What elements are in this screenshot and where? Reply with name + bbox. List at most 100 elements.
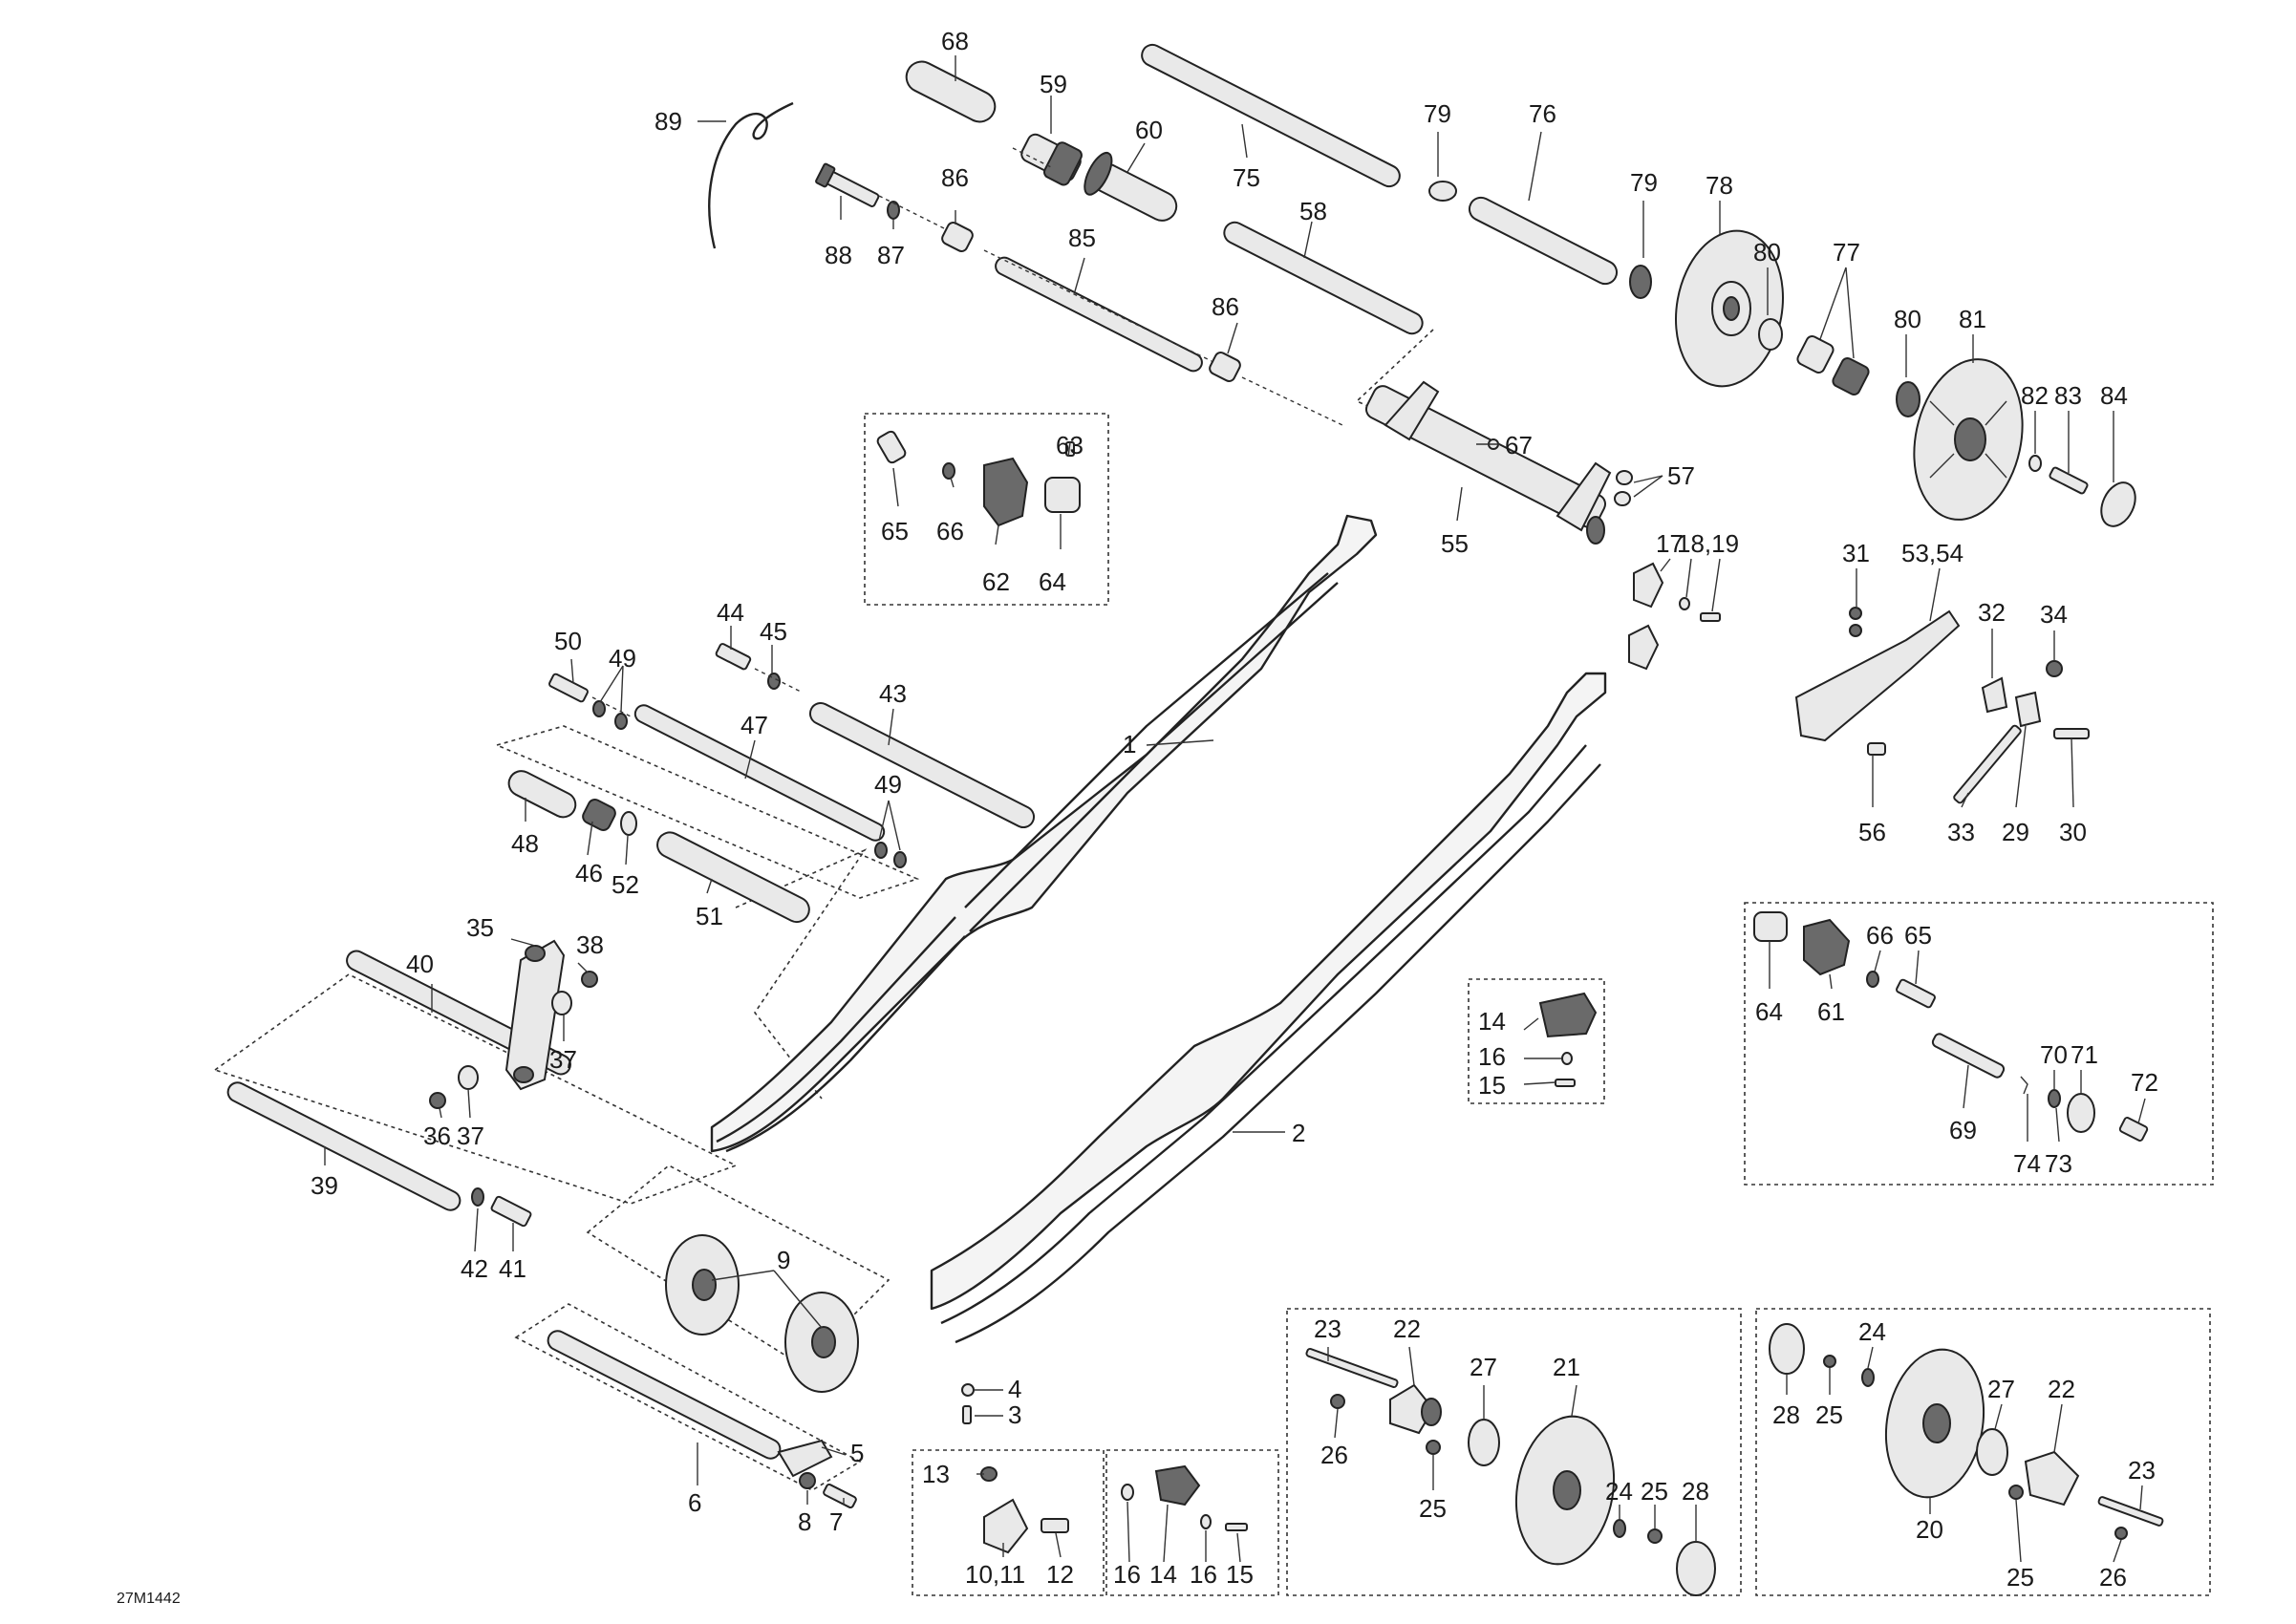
label-64a: 64 [1039,567,1066,596]
label-65b: 65 [1904,921,1932,950]
label-30: 30 [2059,818,2087,846]
label-25b: 25 [1641,1477,1668,1506]
label-63: 63 [1056,431,1084,459]
plate-53-54 [1794,609,1961,742]
label-29: 29 [2002,818,2029,846]
washer-49-b [614,713,628,730]
rod-76 [1468,196,1619,286]
label-16a: 16 [1113,1560,1141,1589]
bolt-7 [823,1483,857,1509]
rod-85 [995,256,1203,373]
label-44: 44 [717,598,744,627]
label-51: 51 [696,902,723,930]
nut-34 [2046,660,2063,677]
bolt-36 [429,1092,446,1109]
label-89: 89 [654,107,682,136]
label-34: 34 [2040,600,2068,629]
label-86b: 86 [1212,292,1239,321]
label-52: 52 [612,870,639,899]
label-24b: 24 [1858,1317,1886,1346]
label-56: 56 [1858,818,1886,846]
label-25c: 25 [1815,1400,1843,1429]
label-31: 31 [1842,539,1870,567]
label-10-11: 10,11 [965,1560,1025,1589]
label-25a: 25 [1419,1494,1447,1523]
label-49a: 49 [609,644,636,673]
bolt-88 [815,162,880,207]
bolt-19 [1700,612,1721,622]
label-84: 84 [2100,381,2128,410]
label-26b: 26 [2099,1563,2127,1592]
label-18-19: 18,19 [1677,529,1739,558]
nut-8 [799,1472,816,1489]
rod-47 [633,704,886,842]
label-45: 45 [760,617,787,646]
label-23a: 23 [1314,1314,1341,1343]
arm-35 [504,939,566,1091]
label-5: 5 [850,1439,864,1467]
detail-frames [213,329,2214,1596]
bracket-29 [2014,691,2042,728]
label-14a: 14 [1478,1007,1506,1036]
label-48: 48 [511,829,539,858]
label-60: 60 [1135,116,1163,144]
label-81: 81 [1959,305,1986,333]
label-9: 9 [777,1246,790,1274]
bearing-77-b [1832,357,1870,395]
label-26a: 26 [1320,1441,1348,1469]
bolt-56 [1867,742,1886,756]
label-27a: 27 [1470,1353,1497,1381]
label-79a: 79 [1424,99,1451,128]
label-61: 61 [1817,997,1845,1026]
label-71: 71 [2071,1040,2098,1069]
bolt-50 [548,673,589,703]
washer-87 [887,201,900,220]
label-73: 73 [2045,1149,2072,1178]
label-4: 4 [1008,1375,1021,1403]
block-17b [1628,624,1660,671]
label-27b: 27 [1987,1375,2015,1403]
rail-1 [710,514,1378,1153]
label-2: 2 [1292,1119,1305,1147]
label-42: 42 [461,1254,488,1283]
label-41: 41 [499,1254,526,1283]
wheel-81 [1913,358,2024,521]
label-16b: 16 [1190,1560,1217,1589]
side-plates [1628,562,2090,804]
nut-57-b [1614,491,1631,506]
label-80b: 80 [1894,305,1921,333]
label-28b: 28 [1772,1400,1800,1429]
label-21: 21 [1553,1353,1580,1381]
detail-20-28 [1769,1323,2164,1540]
label-66b: 66 [1866,921,1894,950]
washer-37-a [551,991,572,1015]
detail-14-16-bottom [1121,1464,1248,1531]
left-arm-assembly [226,939,598,1228]
label-46: 46 [575,859,603,887]
label-72: 72 [2131,1068,2158,1097]
label-49b: 49 [874,770,902,799]
bolt-33 [1953,724,2022,804]
label-66a: 66 [936,517,964,545]
label-88: 88 [825,241,852,269]
washer-49-d [893,851,907,868]
shaft-69 [1931,1033,2006,1079]
wheels-9 [665,1234,859,1393]
label-12: 12 [1046,1560,1074,1589]
label-37a: 37 [549,1045,577,1074]
label-70: 70 [2040,1040,2068,1069]
label-80a: 80 [1753,238,1781,267]
label-22b: 22 [2048,1375,2075,1403]
rod-51 [656,831,810,924]
bolt-83 [2049,466,2089,495]
detail-14-16 [1538,992,1598,1087]
rod-75 [1141,43,1401,188]
label-15a: 15 [1478,1071,1506,1100]
label-78: 78 [1706,171,1733,200]
label-25d: 25 [2006,1563,2034,1592]
label-14b: 14 [1149,1560,1177,1589]
rail-2 [930,672,1607,1344]
label-43: 43 [879,679,907,708]
label-32: 32 [1978,598,2006,627]
